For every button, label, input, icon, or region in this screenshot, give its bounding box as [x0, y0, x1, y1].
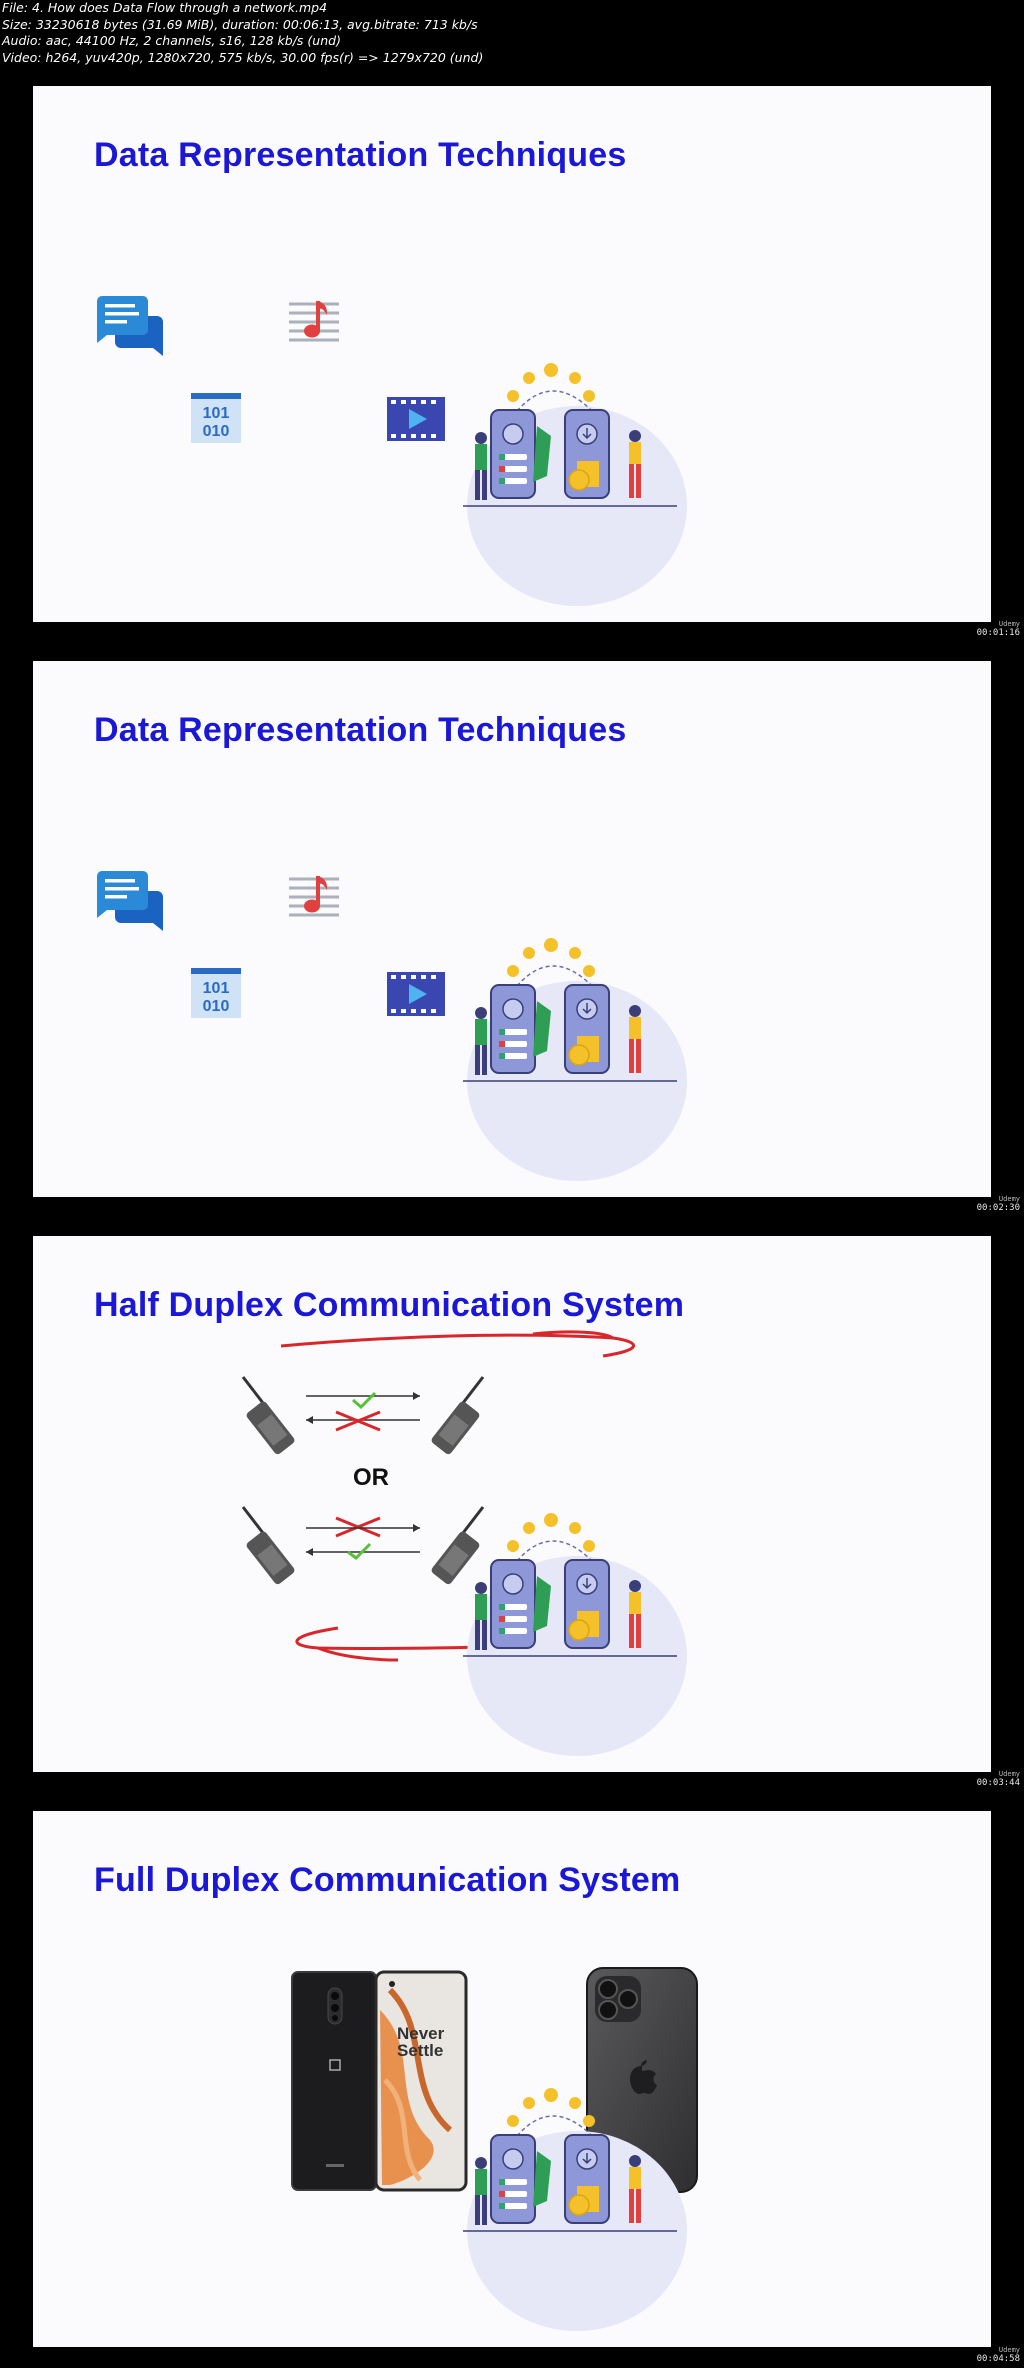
- slide-data-representation-2: Data Representation Techniques 101 010: [33, 661, 991, 1197]
- slide-full-duplex: Full Duplex Communication System Never S…: [33, 1811, 991, 2347]
- video-play-icon: [387, 972, 445, 1016]
- slide-half-duplex: Half Duplex Communication System OR: [33, 1236, 991, 1772]
- file-info-line: Size: 33230618 bytes (31.69 MiB), durati…: [2, 16, 478, 32]
- signal-arrows-upper: [306, 1391, 420, 1432]
- binary-row: 010: [203, 423, 230, 440]
- or-label: OR: [353, 1464, 389, 1491]
- video-play-icon: [387, 397, 445, 441]
- slide-title: Half Duplex Communication System: [94, 1286, 685, 1324]
- oneplus-phone-image: [291, 1970, 468, 2192]
- binary-row: 010: [203, 998, 230, 1015]
- walkie-talkie-icon: [431, 1376, 485, 1455]
- file-info-line: File: 4. How does Data Flow through a ne…: [2, 0, 328, 15]
- slide-title: Full Duplex Communication System: [94, 1861, 681, 1899]
- signal-arrows-lower: [306, 1516, 420, 1560]
- file-info-line: Video: h264, yuv420p, 1280x720, 575 kb/s…: [2, 49, 484, 65]
- walkie-talkie-icon: [241, 1506, 295, 1585]
- data-transfer-illustration: [463, 1513, 687, 1756]
- music-note-icon: [289, 876, 339, 917]
- data-transfer-illustration: [463, 363, 687, 606]
- data-transfer-illustration: [463, 2088, 687, 2331]
- slide-data-representation-1: Data Representation Techniques 101 010: [33, 86, 991, 622]
- phone-wallpaper-text: Never Settle: [397, 2024, 445, 2060]
- data-transfer-illustration: [463, 938, 687, 1181]
- file-info-line: Audio: aac, 44100 Hz, 2 channels, s16, 1…: [2, 33, 341, 48]
- file-info: File: 4. How does Data Flow through a ne…: [2, 0, 483, 66]
- binary-data-icon: 101 010: [191, 393, 241, 443]
- binary-row: 101: [203, 980, 230, 997]
- binary-row: 101: [203, 405, 230, 422]
- slide-title: Data Representation Techniques: [94, 136, 627, 174]
- walkie-talkie-icon: [241, 1376, 295, 1455]
- walkie-talkie-icon: [431, 1506, 485, 1585]
- chat-bubbles-icon: [97, 871, 163, 931]
- chat-bubbles-icon: [97, 296, 163, 356]
- red-arrow-right: [280, 1330, 636, 1358]
- binary-data-icon: 101 010: [191, 968, 241, 1018]
- music-note-icon: [289, 301, 339, 342]
- iphone-image: [586, 1967, 698, 2193]
- slide-title: Data Representation Techniques: [94, 711, 627, 749]
